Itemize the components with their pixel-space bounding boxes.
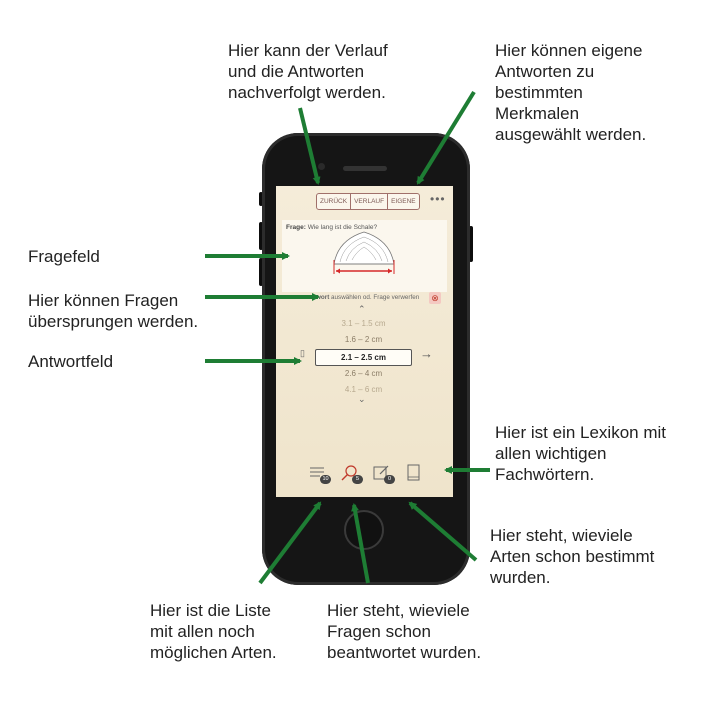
species-list-button[interactable]: 10 (308, 463, 331, 484)
questions-button[interactable]: 5 (340, 463, 363, 484)
volume-down-button (259, 258, 263, 286)
question-field: Frage: Wie lang ist die Schale? (282, 220, 447, 292)
annotation-verlauf: Hier kann der Verlauf und die Antworten … (228, 41, 388, 102)
annotation-liste: Hier ist die Liste mit allen noch möglic… (150, 601, 277, 662)
arrow-fragen-beantwortet (351, 503, 370, 584)
more-menu-icon[interactable]: ••• (430, 192, 446, 206)
annotation-antwortfeld: Antwortfeld (28, 352, 114, 371)
identified-species-button[interactable]: 0 (372, 463, 395, 484)
volume-up-button (259, 222, 263, 250)
answer-option[interactable]: 1.6 – 2 cm (344, 335, 383, 344)
list-icon (310, 467, 324, 477)
answer-option-selected[interactable]: 2.1 – 2.5 cm (315, 349, 412, 366)
question-label: Frage: (286, 224, 306, 231)
answered-questions-badge: 5 (352, 475, 363, 484)
annotation-eigene: Hier können eigene Antworten zu bestimmt… (495, 41, 647, 144)
home-button[interactable] (344, 510, 384, 550)
book-icon (407, 464, 420, 481)
shell-illustration (333, 231, 395, 274)
tab-eigene[interactable]: EIGENE (391, 198, 416, 205)
skip-bar: wort auswählen od. Frage verwerfen ⊗ (316, 292, 447, 306)
arrow-arten-bestimmt (408, 501, 478, 562)
question-text: Frage: Wie lang ist die Schale? (286, 224, 377, 231)
top-bar: ZURÜCK VERLAUF EIGENE ••• (276, 190, 453, 212)
species-count-badge: 10 (320, 475, 331, 484)
mute-switch (259, 192, 263, 206)
tab-verlauf[interactable]: VERLAUF (351, 194, 389, 209)
arrow-liste (258, 501, 322, 585)
edit-note-icon (373, 465, 389, 480)
tab-zurueck[interactable]: ZURÜCK (317, 194, 352, 209)
arrow-eigene (416, 90, 476, 185)
annotation-fragen-beantwortet: Hier steht, wieviele Fragen schon beantw… (327, 601, 482, 662)
skip-hint-text: auswählen od. Frage verwerfen (329, 294, 420, 301)
skip-hint-bold: wort (316, 294, 330, 301)
annotation-arten-bestimmt: Hier steht, wieviele Arten schon bestimm… (490, 526, 655, 587)
arrow-verlauf (298, 107, 321, 185)
annotation-lexikon: Hier ist ein Lexikon mit allen wichtigen… (495, 423, 667, 484)
bottom-toolbar: 10 5 0 (276, 458, 453, 488)
identified-species-badge: 0 (384, 475, 395, 484)
answer-option[interactable]: 2.6 – 4 cm (344, 369, 383, 378)
submit-answer-arrow-icon[interactable]: → (420, 346, 433, 361)
chevron-up-icon[interactable]: ⌃ (358, 304, 366, 314)
answer-option[interactable]: 4.1 – 6 cm (344, 385, 383, 394)
app-screen: ZURÜCK VERLAUF EIGENE ••• Frage: Wie lan… (276, 186, 453, 497)
skip-question-button[interactable]: ⊗ (429, 292, 441, 304)
question-content: Wie lang ist die Schale? (307, 224, 378, 231)
power-button (469, 226, 473, 262)
picker-handle-icon: ▯ (300, 348, 305, 358)
skip-hint: wort auswählen od. Frage verwerfen (316, 294, 419, 301)
search-icon (341, 465, 357, 481)
chevron-down-icon[interactable]: ⌄ (358, 394, 366, 404)
navigation-segment: ZURÜCK VERLAUF EIGENE (316, 193, 420, 210)
answer-option[interactable]: 3.1 – 1.5 cm (341, 319, 386, 328)
front-camera (318, 163, 325, 170)
annotation-ueberspringen: Hier können Fragen übersprungen werden. (28, 291, 199, 331)
annotation-fragefeld: Fragefeld (28, 247, 100, 266)
lexicon-button[interactable] (404, 463, 424, 483)
earpiece-speaker (343, 166, 387, 171)
